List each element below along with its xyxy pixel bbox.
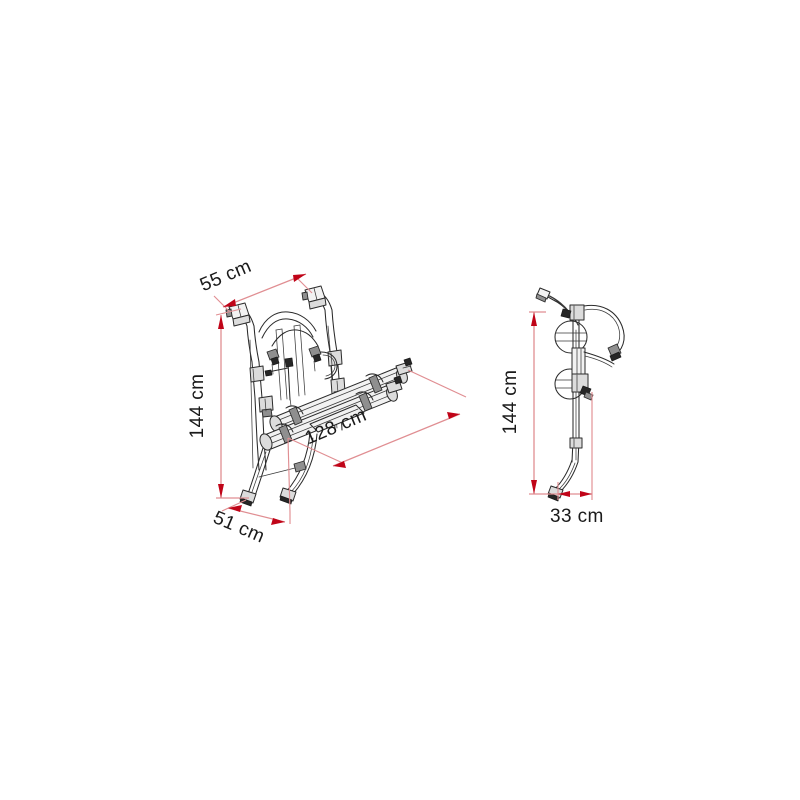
dimension-label-51cm: 51 cm — [210, 507, 268, 547]
rail-end-fittings — [385, 357, 413, 394]
dimension-label-144cm-side: 144 cm — [500, 370, 521, 435]
dimension-label-55cm: 55 cm — [197, 256, 255, 296]
lower-support-legs — [239, 431, 318, 507]
dimension-label-144cm-perspective: 144 cm — [187, 374, 208, 439]
lower-left-clamp — [258, 395, 274, 418]
top-arch-crossbars — [258, 311, 319, 347]
side-lower-leg — [547, 459, 579, 502]
strap-hooks-group — [266, 345, 338, 380]
upper-left-mount-bracket — [225, 302, 251, 327]
side-upper-clamp — [560, 304, 585, 321]
side-curved-straps — [583, 304, 625, 368]
side-lower-lock — [571, 373, 594, 401]
left-upright-clamp — [249, 365, 265, 383]
dimension-144cm-side: 144 cm — [500, 311, 560, 495]
side-view-assembly — [535, 287, 625, 502]
dimension-55cm: 55 cm — [197, 256, 313, 312]
bike-carry-rails — [259, 367, 408, 451]
dimension-33cm: 33 cm — [550, 392, 604, 527]
dimension-label-33cm: 33 cm — [550, 506, 604, 527]
perspective-view-assembly — [225, 285, 413, 507]
centre-tension-rod — [264, 357, 294, 407]
upper-right-mount-bracket — [301, 285, 327, 310]
dimension-51cm: 51 cm — [210, 499, 291, 548]
inner-rail-posts — [275, 324, 306, 401]
dimension-144cm-perspective: 144 cm — [187, 308, 249, 499]
